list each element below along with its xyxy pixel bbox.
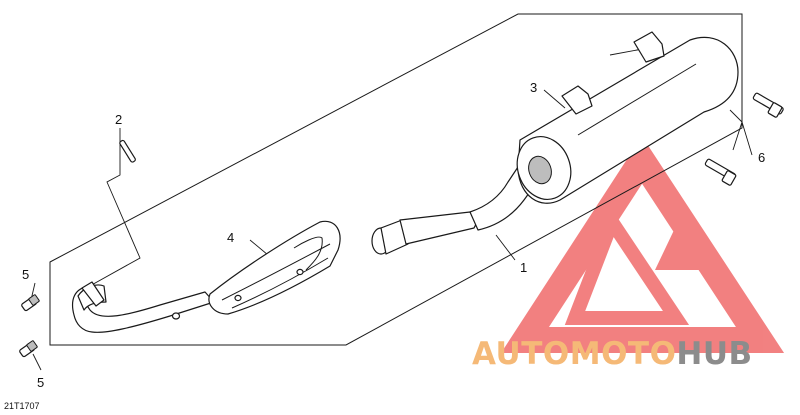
callout-2: 2 bbox=[115, 112, 122, 127]
callout-5-upper: 5 bbox=[22, 267, 29, 282]
callout-4: 4 bbox=[227, 230, 234, 245]
part-1-mid-pipe bbox=[371, 163, 541, 255]
callout-5-lower: 5 bbox=[37, 375, 44, 390]
part-5-bolt-upper bbox=[21, 294, 40, 312]
watermark-word-auto: AUTO bbox=[472, 336, 570, 372]
part-3-muffler bbox=[516, 31, 739, 204]
callout-1: 1 bbox=[520, 260, 527, 275]
assembly-frame bbox=[49, 13, 743, 346]
svg-text:AUTOMOTOHUB: AUTOMOTOHUB bbox=[472, 336, 753, 372]
figure-code: 21T1707 bbox=[4, 401, 40, 411]
watermark-word-hub: HUB bbox=[676, 336, 752, 372]
part-6-bolt-lower bbox=[704, 158, 737, 186]
watermark-word-moto: MOTO bbox=[570, 336, 677, 372]
callout-3: 3 bbox=[530, 80, 537, 95]
part-4-heat-shield bbox=[208, 220, 341, 315]
callout-6: 6 bbox=[758, 150, 765, 165]
part-1-exhaust-pipe bbox=[71, 281, 215, 333]
part-2-gasket bbox=[119, 139, 136, 163]
part-6-bolt-upper bbox=[752, 92, 784, 118]
watermark-text: AUTOMOTOHUB bbox=[472, 336, 753, 372]
part-5-bolt-lower bbox=[19, 340, 38, 358]
watermark-logo bbox=[501, 136, 785, 353]
